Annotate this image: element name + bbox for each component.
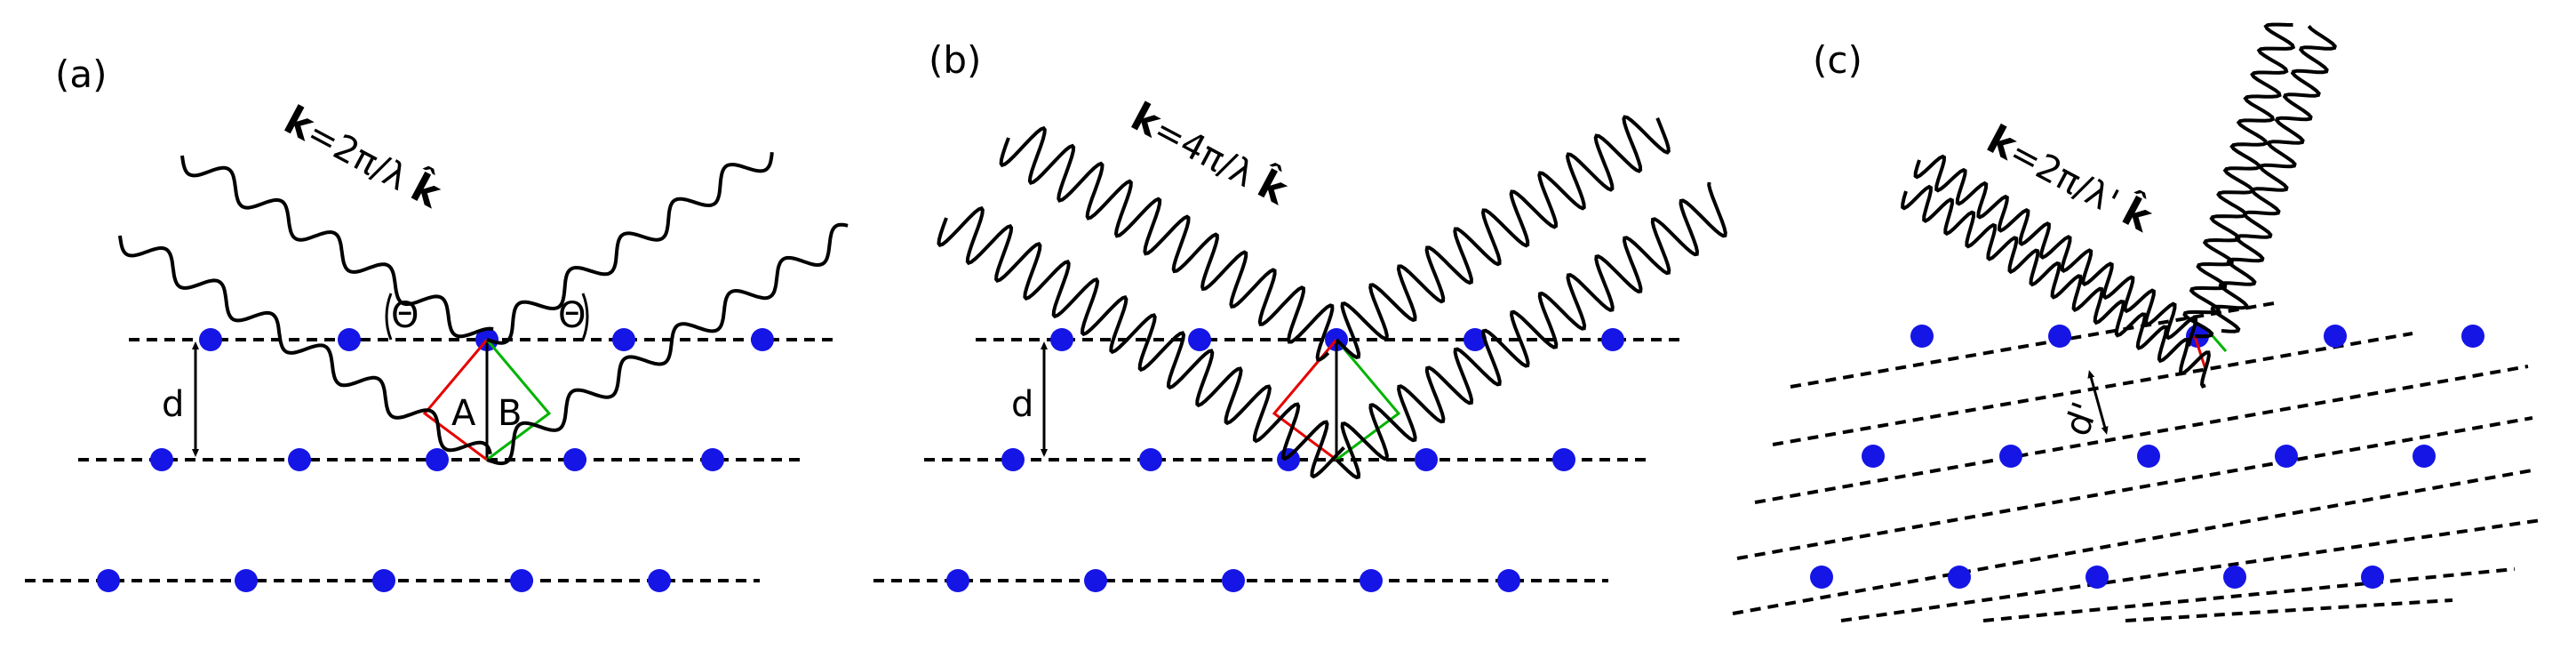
atom bbox=[235, 569, 258, 592]
atom bbox=[1910, 325, 1934, 348]
atom bbox=[2324, 325, 2347, 348]
k-formula: =2π/λ bbox=[300, 113, 414, 199]
atom bbox=[199, 328, 222, 351]
atom bbox=[1415, 448, 1438, 471]
atom bbox=[2086, 566, 2109, 589]
spacing-arrow-c bbox=[2087, 370, 2109, 435]
atom bbox=[372, 569, 395, 592]
lattice-plane-tilted bbox=[1790, 301, 2280, 389]
path-A-segment bbox=[2193, 335, 2207, 370]
atom bbox=[648, 569, 671, 592]
atom bbox=[2275, 445, 2298, 468]
k-label-a: k=2π/λk̂ bbox=[277, 96, 451, 218]
k-formula: =2π/λ' bbox=[2003, 132, 2125, 223]
panel-c: (c) bbox=[1732, 22, 2542, 622]
atom bbox=[1862, 445, 1885, 468]
k-hat: k̂ bbox=[403, 163, 450, 218]
reflected-wave-1 bbox=[486, 152, 774, 345]
atom bbox=[1601, 328, 1624, 351]
angle-arc-left bbox=[385, 293, 393, 341]
path-B-segment bbox=[485, 339, 552, 461]
k-hat: k̂ bbox=[2114, 187, 2161, 242]
atom bbox=[1188, 328, 1211, 351]
atom-group-b bbox=[946, 328, 1624, 592]
lattice-plane-tilted bbox=[1732, 468, 2538, 615]
svg-text:k=4π/λk̂: k=4π/λk̂ bbox=[1124, 92, 1297, 214]
reflected-wave-2 bbox=[486, 222, 849, 466]
atom bbox=[510, 569, 533, 592]
spacing-label-b: d bbox=[1011, 384, 1033, 425]
atom bbox=[1810, 566, 1833, 589]
atom bbox=[2223, 566, 2246, 589]
atom bbox=[2137, 445, 2160, 468]
incident-wave-2 bbox=[1901, 184, 2211, 389]
atom bbox=[426, 448, 449, 471]
atom bbox=[751, 328, 774, 351]
atom bbox=[612, 328, 635, 351]
atom bbox=[1139, 448, 1162, 471]
atom bbox=[288, 448, 311, 471]
atom bbox=[1948, 566, 1971, 589]
svg-text:k=2π/λk̂: k=2π/λk̂ bbox=[277, 96, 451, 218]
atom bbox=[97, 569, 120, 592]
incident-wave-2 bbox=[118, 235, 492, 455]
lattice-plane-tilted bbox=[1982, 567, 2516, 622]
panel-a-label: (a) bbox=[55, 52, 108, 96]
reflected-wave-2 bbox=[2210, 25, 2337, 333]
lattice-plane-tilted bbox=[1754, 365, 2529, 504]
k-formula: =4π/λ bbox=[1147, 109, 1261, 196]
atom bbox=[1222, 569, 1245, 592]
atom bbox=[1999, 445, 2022, 468]
atom bbox=[1463, 328, 1487, 351]
atom bbox=[563, 448, 586, 471]
panel-c-label: (c) bbox=[1813, 38, 1862, 82]
atom bbox=[946, 569, 969, 592]
atom-group-a bbox=[97, 328, 774, 592]
atom bbox=[2048, 325, 2071, 348]
incident-wave-1 bbox=[999, 125, 1335, 362]
atom bbox=[1001, 448, 1025, 471]
angle-arc-right bbox=[581, 293, 589, 341]
atom bbox=[150, 448, 173, 471]
reflected-wave-1 bbox=[1335, 115, 1671, 360]
reflected-wave-2 bbox=[1335, 181, 1727, 480]
atom bbox=[1084, 569, 1107, 592]
k-label-c: k=2π/λ'k̂ bbox=[1980, 116, 2162, 242]
path-B-segment bbox=[1335, 339, 1401, 461]
atom-group-c bbox=[1810, 325, 2484, 589]
atom bbox=[1360, 569, 1383, 592]
atom bbox=[1552, 448, 1575, 471]
incident-wave-2 bbox=[937, 205, 1345, 479]
path-A-label: A bbox=[451, 393, 476, 434]
tilted-planes bbox=[1732, 301, 2542, 622]
atom bbox=[701, 448, 724, 471]
atom bbox=[2413, 445, 2436, 468]
atom bbox=[2461, 325, 2484, 348]
lattice-plane-tilted bbox=[2125, 598, 2453, 622]
k-label-b: k=4π/λk̂ bbox=[1124, 92, 1297, 214]
atom bbox=[1497, 569, 1520, 592]
spacing-label-a: d bbox=[162, 384, 184, 425]
lattice-plane-tilted bbox=[1840, 518, 2542, 622]
path-A-segment bbox=[1272, 339, 1338, 461]
panel-b: (b) d k=4π/λk̂ bbox=[873, 38, 1727, 592]
incident-wave-1 bbox=[1913, 154, 2198, 348]
svg-text:k=2π/λ'k̂: k=2π/λ'k̂ bbox=[1980, 116, 2162, 242]
k-hat: k̂ bbox=[1249, 159, 1296, 214]
atom bbox=[338, 328, 361, 351]
atom bbox=[1050, 328, 1073, 351]
panel-b-label: (b) bbox=[929, 38, 981, 82]
panel-a: (a) d A bbox=[25, 52, 849, 592]
atom bbox=[2361, 566, 2384, 589]
incident-wave-1 bbox=[180, 155, 494, 339]
lattice-plane-tilted bbox=[1736, 416, 2533, 560]
